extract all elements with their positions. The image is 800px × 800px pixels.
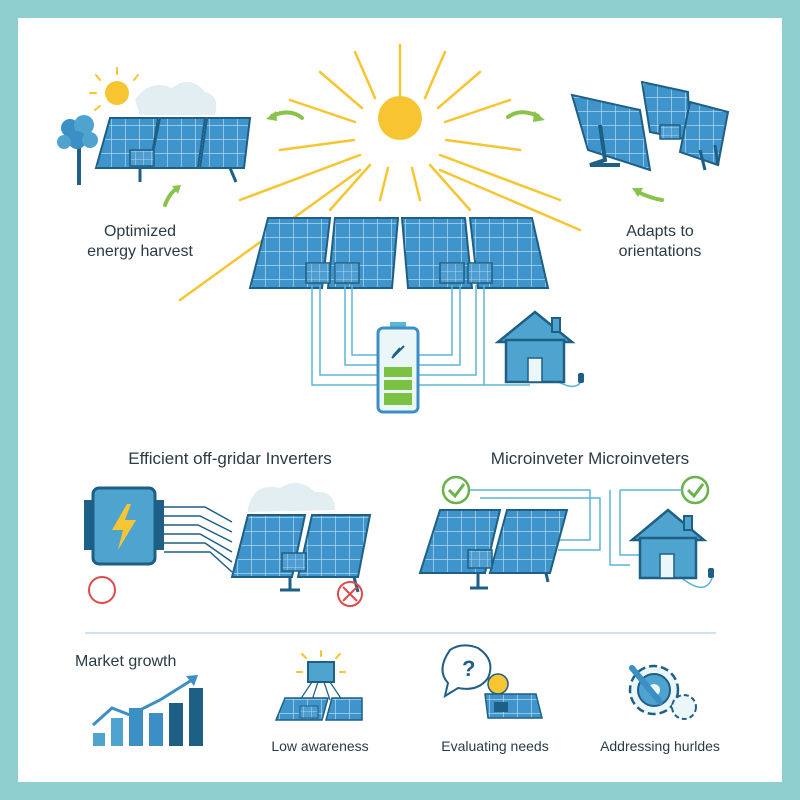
chip-solar-panel-icon <box>274 650 363 721</box>
house-icon <box>494 310 584 384</box>
question-lightbulb-icon: ? <box>441 644 543 719</box>
caption-line: Adapts to <box>626 223 694 240</box>
market-growth-label: Market growth <box>75 653 177 670</box>
caption-line: Optimized <box>103 223 177 240</box>
microinverter-icon <box>305 262 331 284</box>
caption-line: energy harvest <box>87 243 193 260</box>
caption-line: orientations <box>618 243 702 260</box>
evaluating-needs-label: Evaluating needs <box>441 738 549 754</box>
optimized-harvest-illustration <box>57 67 304 207</box>
growth-bar-chart-icon <box>91 675 203 746</box>
adapts-orientations-caption: Adapts to orientations <box>590 222 730 262</box>
optimized-harvest-caption: Optimized energy harvest <box>60 222 220 262</box>
sun-icon <box>178 43 582 302</box>
battery-icon <box>376 322 420 414</box>
microinverters-heading: Microinveter Microinveters <box>490 449 690 468</box>
central-solar-array <box>248 217 583 388</box>
check-icon-left <box>441 475 471 505</box>
addressing-hurdles-label: Addressing hurldes <box>600 738 720 754</box>
gear-wrench-icon <box>628 664 697 720</box>
microinverter-illustration <box>418 475 714 590</box>
inverter-box-icon <box>84 486 164 566</box>
small-sun-icon <box>89 67 139 111</box>
adapts-orientation-illustration <box>506 80 730 202</box>
off-grid-inverters-heading: Efficient off-gridar Inverters <box>128 449 332 468</box>
low-awareness-label: Low awareness <box>271 738 369 754</box>
x-mark-icon <box>337 581 363 607</box>
check-icon-right <box>680 475 710 505</box>
house-icon-small <box>628 508 714 580</box>
svg-text:?: ? <box>462 656 475 681</box>
tree-icon <box>57 115 98 185</box>
warning-circle-icon <box>88 576 116 604</box>
off-grid-inverter-illustration <box>84 482 372 607</box>
